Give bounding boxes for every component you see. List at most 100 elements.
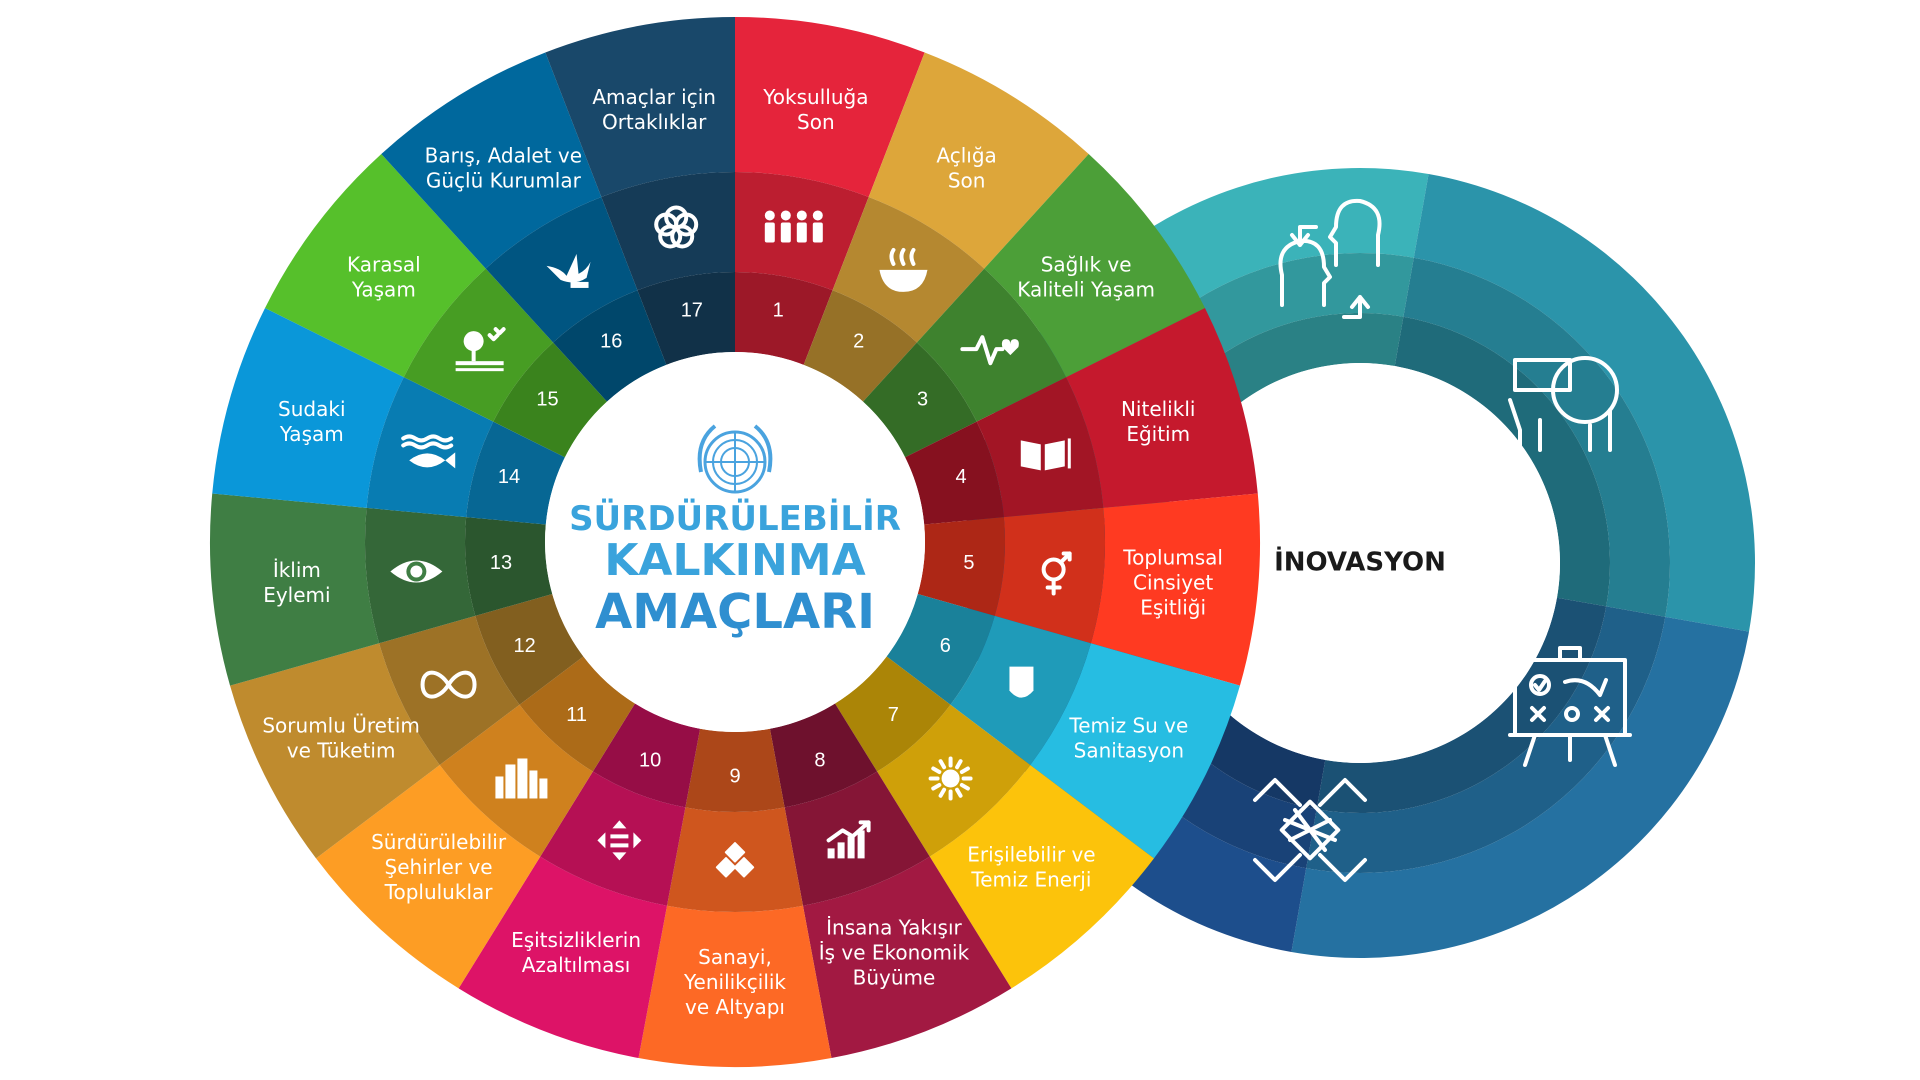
sdg-label-line: Yaşam (279, 422, 344, 446)
sdg-wedge-outer (868, 52, 1089, 269)
sdg-wedge-number-band (905, 421, 1004, 525)
sdg-label-line: İnsana Yakışır (826, 915, 962, 939)
exchange-heads-icon (1278, 198, 1382, 319)
fish-icon (401, 434, 456, 469)
sdg-wedge-outer (984, 154, 1205, 378)
sdg-number: 6 (940, 635, 951, 657)
sdg-wedge-number-band (475, 593, 584, 705)
people-icon (764, 210, 823, 243)
sdg-wedge-outer (212, 307, 404, 508)
sdg-wedge-icon-band (784, 771, 930, 906)
innovation-label: İNOVASYON (1274, 546, 1446, 578)
sdg-number: 7 (888, 704, 899, 726)
sdg-label-line: Kaliteli Yaşam (1017, 277, 1155, 301)
sdg-wedge-number-band (917, 517, 1006, 616)
dove-icon (546, 253, 591, 288)
sdg-wedge-number-band (465, 517, 553, 616)
sdg-label-line: Nitelikli (1121, 397, 1195, 421)
sdg-number: 12 (514, 635, 536, 657)
sdg-label-line: Sürdürülebilir (371, 830, 507, 854)
sdg-wedge-outer (929, 764, 1154, 989)
eye-globe-icon (390, 560, 443, 583)
sdg-label-line: Eylemi (263, 583, 330, 607)
sdg-wedge-number-band (769, 703, 878, 808)
sdg-wedge-outer (802, 856, 1012, 1059)
innovation-segment-inner (1403, 257, 1671, 617)
sdg-number: 17 (681, 299, 703, 321)
sdg-label-line: Toplumsal (1122, 546, 1223, 570)
sdg-wedge-outer (1066, 307, 1258, 508)
center-disc (545, 352, 925, 732)
sdg-wedge-number-band (592, 703, 701, 808)
sun-icon (928, 756, 973, 801)
sdg-number: 11 (566, 704, 587, 726)
sdg-label-line: Son (948, 168, 986, 192)
sdg-number: 5 (963, 552, 974, 574)
innovation-icons (1253, 198, 1632, 882)
book-icon (1020, 438, 1071, 471)
city-icon (495, 758, 548, 799)
center-title-line-1: SÜRDÜRÜLEBİLİR (569, 498, 901, 539)
innovation-segment-core (1316, 597, 1607, 814)
sdg-wedge-number-band (803, 290, 917, 402)
sdg-label-line: Sanitasyon (1074, 739, 1184, 763)
sdg-number: 1 (773, 299, 784, 321)
sdg-wedge-outer (265, 154, 486, 378)
cubes-icon (715, 842, 755, 878)
sdg-label-line: Yenilikçilik (683, 970, 786, 994)
sdg-number: 4 (955, 466, 966, 488)
heartbeat-icon (960, 335, 1019, 366)
strategy-board-icon (1508, 646, 1632, 767)
sdg-wedge-icon-band (916, 268, 1067, 422)
sdg-wedge-outer (458, 856, 668, 1059)
sdg-wedge-number-band (863, 342, 977, 458)
sdg-wedge-outer (545, 16, 735, 197)
gender-icon (1041, 551, 1072, 596)
sdg-wedge-number-band (493, 342, 607, 458)
center-title-line-3: AMAÇLARI (595, 584, 875, 640)
flower-icon (654, 205, 699, 249)
innovation-segment-outer (1413, 174, 1755, 632)
sdg-label-line: Son (797, 110, 835, 134)
sdg-number: 10 (639, 749, 661, 771)
water-drop-icon (1009, 666, 1034, 698)
bowl-icon (879, 247, 928, 292)
sdg-label-line: Barış, Adalet ve (425, 143, 582, 167)
sdg-wedge-outer (638, 905, 832, 1068)
tree-icon (455, 327, 506, 372)
innovation-center-disc (1160, 363, 1560, 763)
growth-chart-icon (826, 820, 871, 859)
sdg-number: 3 (917, 389, 928, 411)
sdg-wedge-number-band (685, 728, 785, 812)
sdg-label-line: Topluluklar (384, 880, 494, 904)
teamwork-hands-icon (1253, 778, 1367, 882)
innovation-segment-outer (1291, 616, 1749, 958)
sdg-number: 13 (490, 552, 512, 574)
innovation-segment-outer (971, 168, 1429, 510)
sdg-wedge-outer (1090, 493, 1260, 686)
sdg-wedge-icon-band (366, 377, 494, 518)
sdg-label-line: Eşitsizliklerin (511, 928, 641, 952)
sdg-number: 14 (498, 466, 520, 488)
sdg-wedge-icon-band (601, 172, 735, 291)
sdg-wedge-number-band (519, 656, 635, 772)
sdg-wedge-icon-band (994, 507, 1105, 644)
sdg-wedge-outer (1030, 643, 1240, 859)
sdg-wedge-number-band (735, 272, 833, 365)
sdg-wedge-icon-band (832, 196, 985, 343)
sdg-wedge-number-band (835, 656, 951, 772)
sdg-label-line: Temiz Enerji (970, 868, 1091, 892)
sdg-label-line: Azaltılması (522, 953, 631, 977)
sdg-number: 16 (600, 330, 622, 352)
sdg-label-line: Temiz Su ve (1068, 714, 1188, 738)
